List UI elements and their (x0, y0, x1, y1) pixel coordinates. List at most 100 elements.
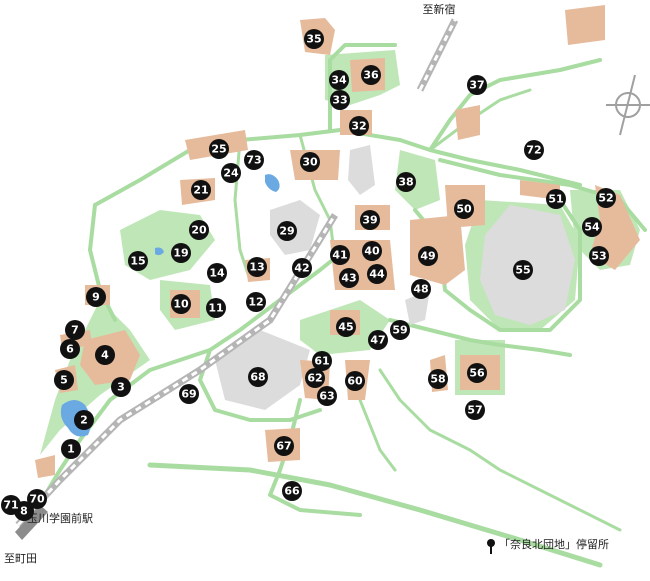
building-marker-61[interactable]: 61 (312, 351, 332, 371)
marker-circle (305, 368, 325, 388)
roads (28, 43, 647, 568)
building-marker-52[interactable]: 52 (596, 188, 616, 208)
marker-number: 38 (398, 176, 413, 189)
building-marker-42[interactable]: 42 (292, 258, 312, 278)
building-marker-69[interactable]: 69 (179, 384, 199, 404)
building-marker-15[interactable]: 15 (128, 251, 148, 271)
building-marker-44[interactable]: 44 (367, 264, 387, 284)
building-marker-9[interactable]: 9 (86, 287, 106, 307)
marker-number: 43 (341, 272, 356, 285)
building-marker-50[interactable]: 50 (454, 199, 474, 219)
building-marker-6[interactable]: 6 (60, 339, 80, 359)
marker-number: 53 (591, 250, 606, 263)
building-marker-73[interactable]: 73 (244, 150, 264, 170)
building-marker-5[interactable]: 5 (54, 370, 74, 390)
building-marker-71[interactable]: 71 (1, 495, 21, 515)
building-marker-4[interactable]: 4 (95, 345, 115, 365)
building-marker-48[interactable]: 48 (411, 279, 431, 299)
building-marker-59[interactable]: 59 (390, 320, 410, 340)
marker-number: 3 (117, 381, 125, 394)
marker-circle (390, 320, 410, 340)
marker-circle (368, 330, 388, 350)
building-marker-49[interactable]: 49 (418, 246, 438, 266)
building-marker-63[interactable]: 63 (317, 386, 337, 406)
building-marker-1[interactable]: 1 (61, 439, 81, 459)
building-marker-34[interactable]: 34 (329, 70, 349, 90)
building-marker-33[interactable]: 33 (330, 90, 350, 110)
marker-circle (428, 369, 448, 389)
marker-number: 36 (363, 69, 379, 82)
building-marker-58[interactable]: 58 (428, 369, 448, 389)
marker-number: 24 (223, 167, 239, 180)
marker-number: 11 (208, 302, 223, 315)
building-marker-30[interactable]: 30 (300, 152, 320, 172)
building-marker-62[interactable]: 62 (305, 368, 325, 388)
building-marker-43[interactable]: 43 (339, 268, 359, 288)
marker-circle (54, 370, 74, 390)
building-marker-7[interactable]: 7 (65, 320, 85, 340)
marker-number: 42 (294, 262, 309, 275)
marker-number: 59 (392, 324, 407, 337)
building-marker-36[interactable]: 36 (361, 65, 381, 85)
marker-circle (330, 90, 350, 110)
marker-circle (179, 384, 199, 404)
marker-circle (312, 351, 332, 371)
building-marker-25[interactable]: 25 (209, 139, 229, 159)
building-marker-40[interactable]: 40 (362, 241, 382, 261)
marker-number: 40 (364, 245, 380, 258)
building-marker-38[interactable]: 38 (396, 172, 416, 192)
marker-circle (300, 152, 320, 172)
building-marker-68[interactable]: 68 (248, 367, 268, 387)
building-marker-41[interactable]: 41 (330, 245, 350, 265)
building-marker-45[interactable]: 45 (336, 317, 356, 337)
building-marker-3[interactable]: 3 (111, 377, 131, 397)
building-marker-24[interactable]: 24 (221, 163, 241, 183)
building-marker-37[interactable]: 37 (467, 75, 487, 95)
building-marker-32[interactable]: 32 (349, 116, 369, 136)
marker-number: 13 (249, 261, 264, 274)
marker-number: 45 (338, 321, 353, 334)
building-marker-66[interactable]: 66 (282, 481, 302, 501)
marker-circle (111, 377, 131, 397)
marker-number: 61 (314, 355, 329, 368)
building-marker-20[interactable]: 20 (189, 220, 209, 240)
building-marker-47[interactable]: 47 (368, 330, 388, 350)
building-marker-11[interactable]: 11 (206, 298, 226, 318)
marker-number: 9 (92, 291, 100, 304)
marker-circle (513, 260, 533, 280)
building-marker-56[interactable]: 56 (467, 363, 487, 383)
building-marker-14[interactable]: 14 (207, 263, 227, 283)
building-marker-19[interactable]: 19 (171, 243, 191, 263)
building-marker-57[interactable]: 57 (465, 400, 485, 420)
building-marker-55[interactable]: 55 (513, 260, 533, 280)
marker-circle (221, 163, 241, 183)
marker-number: 55 (515, 264, 530, 277)
building-marker-35[interactable]: 35 (304, 29, 324, 49)
building-marker-51[interactable]: 51 (546, 189, 566, 209)
building-marker-2[interactable]: 2 (74, 410, 94, 430)
marker-number: 72 (526, 144, 541, 157)
building-marker-70[interactable]: 70 (27, 489, 47, 509)
bus-stop-pin-icon (487, 539, 495, 554)
building-marker-12[interactable]: 12 (246, 292, 266, 312)
marker-circle (411, 279, 431, 299)
building-marker-21[interactable]: 21 (191, 180, 211, 200)
marker-number: 7 (71, 324, 79, 337)
building-marker-67[interactable]: 67 (274, 436, 294, 456)
building-marker-29[interactable]: 29 (277, 221, 297, 241)
marker-circle (65, 320, 85, 340)
building-marker-53[interactable]: 53 (589, 246, 609, 266)
bus-stop-label: 「奈良北団地」停留所 (499, 537, 609, 551)
marker-number: 48 (413, 283, 428, 296)
building-marker-13[interactable]: 13 (247, 257, 267, 277)
building-marker-54[interactable]: 54 (582, 217, 602, 237)
building-marker-60[interactable]: 60 (345, 371, 365, 391)
marker-number: 73 (246, 154, 261, 167)
building-marker-10[interactable]: 10 (171, 294, 191, 314)
marker-circle (396, 172, 416, 192)
building-marker-39[interactable]: 39 (360, 210, 380, 230)
marker-circle (360, 210, 380, 230)
marker-number: 19 (173, 247, 188, 260)
building-marker-72[interactable]: 72 (524, 140, 544, 160)
